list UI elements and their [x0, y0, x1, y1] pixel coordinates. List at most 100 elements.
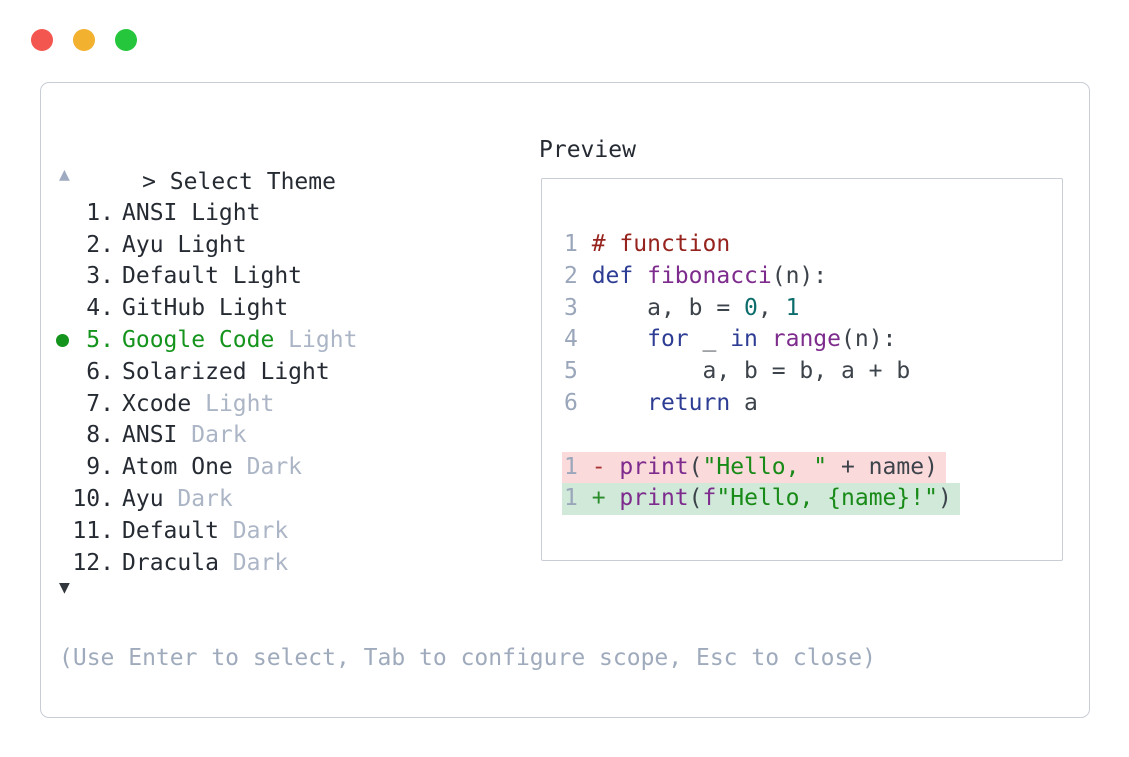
- theme-item-name: Default Light: [122, 263, 303, 290]
- theme-item-ansi[interactable]: 8.ANSI Dark: [56, 420, 357, 452]
- scroll-up-icon[interactable]: ▲: [59, 164, 70, 185]
- diff-removed-line: 1 - print("Hello, " + name): [562, 451, 1062, 484]
- theme-item-xcode[interactable]: 7.Xcode Light: [56, 388, 357, 420]
- close-button[interactable]: [31, 29, 53, 51]
- code-token-kwd: def: [591, 262, 634, 289]
- theme-item-variant: Dark: [177, 422, 247, 449]
- code-token-num: 1: [785, 294, 800, 321]
- code-line: 3 a, b = 0, 1: [564, 293, 1062, 325]
- code-token-kwd: return: [647, 389, 731, 416]
- line-number: 3: [564, 294, 592, 321]
- blank-line: [564, 420, 1062, 452]
- theme-item-number: 5.: [86, 327, 114, 354]
- code-token-pln: [592, 390, 647, 416]
- theme-item-default-light[interactable]: 3. Default Light: [56, 261, 357, 293]
- selection-marker: [56, 197, 72, 229]
- theme-item-name: Solarized Light: [122, 358, 330, 385]
- code-line: 1 # function: [564, 229, 1062, 261]
- prompt: > Select Theme: [59, 134, 336, 230]
- selection-marker: [56, 451, 72, 483]
- selection-marker: [56, 324, 72, 356]
- code-token-fn: f: [702, 485, 717, 512]
- selection-marker: [56, 547, 72, 579]
- selection-marker: [56, 292, 72, 324]
- minimize-button[interactable]: [73, 29, 95, 51]
- theme-item-number: 8.: [86, 422, 114, 449]
- selection-marker: [56, 229, 72, 261]
- prompt-marker: >: [142, 169, 156, 195]
- code-token-pln: ): [937, 485, 952, 512]
- preview-label: Preview: [539, 137, 636, 163]
- prompt-title: Select Theme: [169, 169, 336, 195]
- maximize-button[interactable]: [115, 29, 137, 51]
- theme-item-name: Dracula: [122, 549, 219, 576]
- theme-item-name: Ayu Light: [122, 231, 247, 258]
- diff-added-line: 1 + print(f"Hello, {name}!"): [562, 483, 1062, 516]
- theme-item-number: 2.: [86, 231, 114, 258]
- theme-item-variant: Light: [191, 390, 275, 417]
- selected-bullet-icon: [56, 333, 69, 347]
- theme-item-variant: Light: [274, 327, 358, 354]
- code-token-kwd: for: [647, 326, 689, 353]
- line-number: 2: [564, 262, 592, 289]
- theme-item-name: ANSI Light: [122, 199, 261, 226]
- line-number: 1: [564, 231, 592, 257]
- code-line: 2 def fibonacci(n):: [564, 261, 1062, 293]
- theme-item-variant: Dark: [218, 517, 289, 544]
- code-token-pln: ,: [757, 294, 786, 321]
- selection-marker: [56, 388, 72, 420]
- theme-item-name: Atom One: [122, 454, 233, 481]
- code-token-pln: (n):: [771, 262, 828, 289]
- theme-item-number: 9.: [86, 454, 114, 481]
- theme-item-number: 12.: [72, 549, 114, 576]
- selection-marker: [56, 261, 72, 293]
- code-token-fn: print: [619, 453, 689, 480]
- theme-item-number: 11.: [72, 517, 114, 544]
- theme-item-ansi-light[interactable]: 1.ANSI Light: [56, 197, 357, 229]
- theme-item-number: 3.: [86, 263, 114, 290]
- theme-item-default[interactable]: 11.Default Dark: [56, 515, 357, 547]
- code-token-pln: [633, 263, 647, 289]
- code-token-pln: (n):: [841, 326, 897, 353]
- theme-item-atom-one[interactable]: 9. Atom One Dark: [56, 451, 357, 483]
- theme-item-google-code[interactable]: 5. Google Code Light: [56, 324, 357, 356]
- code-token-str: "Hello, ": [702, 453, 828, 480]
- code-token-kwd: in: [730, 326, 758, 353]
- theme-item-name: Google Code: [122, 327, 275, 354]
- code-token-fn: fibonacci: [647, 262, 772, 289]
- theme-item-variant: Dark: [232, 454, 303, 481]
- help-text: (Use Enter to select, Tab to configure s…: [59, 645, 876, 671]
- theme-item-name: Ayu: [122, 486, 164, 513]
- scroll-down-icon[interactable]: ▼: [59, 577, 70, 598]
- code-token-num: 0: [744, 294, 758, 321]
- theme-item-number: 4.: [86, 295, 114, 322]
- window-controls: [31, 29, 137, 51]
- code-token-pln: (: [688, 485, 703, 512]
- theme-item-variant: Dark: [218, 549, 289, 576]
- code-token-pln: a, b =: [591, 294, 745, 321]
- diff-minus-sign: -: [591, 453, 620, 480]
- theme-item-github-light[interactable]: 4. GitHub Light: [56, 292, 357, 324]
- diff-removed-band: 1 - print("Hello, " + name): [562, 451, 946, 484]
- code-line: 4 for _ in range(n):: [564, 324, 1062, 356]
- theme-item-ayu-light[interactable]: 2. Ayu Light: [56, 229, 357, 261]
- theme-item-dracula[interactable]: 12. Dracula Dark: [56, 547, 357, 579]
- selection-marker: [56, 515, 72, 547]
- selection-marker: [56, 483, 72, 515]
- theme-item-name: GitHub Light: [122, 295, 289, 322]
- line-number: 4: [564, 326, 592, 353]
- code-line: 5 a, b = b, a + b: [564, 356, 1062, 388]
- line-number: 5: [564, 358, 592, 385]
- theme-item-solarized-light[interactable]: 6.Solarized Light: [56, 356, 357, 388]
- code-token-com: # function: [591, 231, 731, 257]
- theme-item-ayu[interactable]: 10.Ayu Dark: [56, 483, 357, 515]
- theme-item-number: 10.: [72, 486, 114, 513]
- diff-plus-sign: +: [591, 485, 620, 512]
- line-number: 1: [564, 453, 592, 480]
- code-token-pln: a, b = b, a + b: [591, 358, 911, 385]
